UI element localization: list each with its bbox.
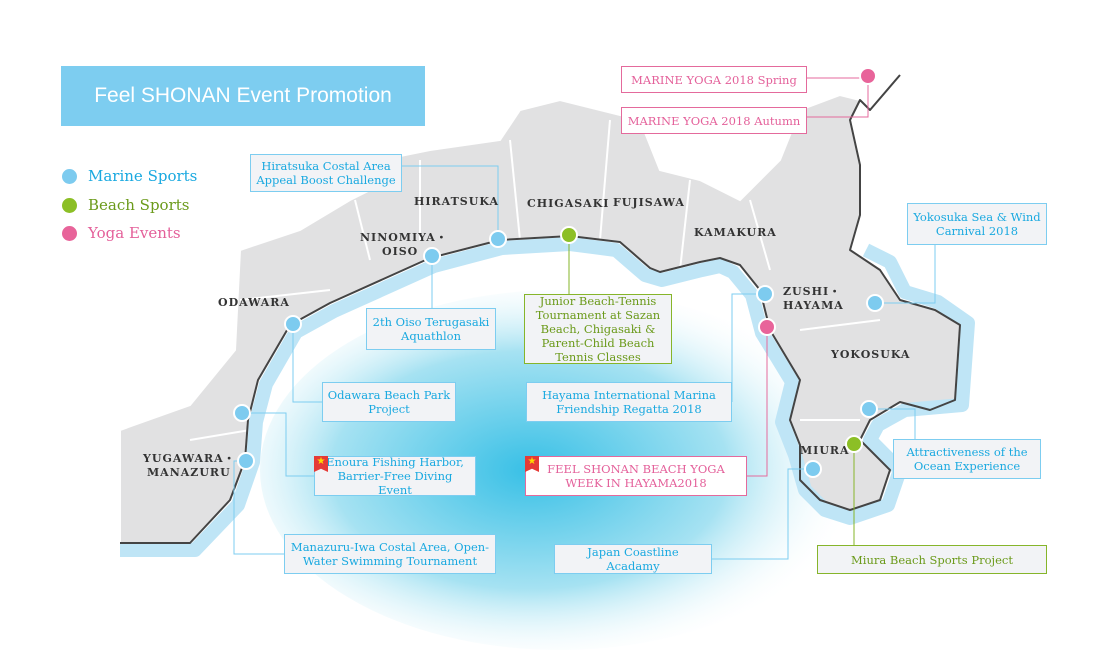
city-ninomiya: NINOMIYA・ (360, 231, 448, 244)
city-kamakura: KAMAKURA (694, 226, 777, 239)
city-hiratsuka: HIRATSUKA (414, 195, 499, 208)
marine-dot-enoura[interactable] (233, 404, 251, 422)
yoga-dot-marine[interactable] (859, 67, 877, 85)
event-yoga-autumn[interactable]: MARINE YOGA 2018 Autumn (621, 107, 807, 134)
marine-dot-oiso[interactable] (423, 247, 441, 265)
legend-yoga: Yoga Events (62, 224, 181, 242)
event-manazuru[interactable]: Manazuru-Iwa Costal Area, Open-Water Swi… (284, 534, 496, 574)
star-ribbon-icon: ★ (525, 456, 539, 472)
city-yokosuka: YOKOSUKA (831, 348, 911, 361)
city-odawara: ODAWARA (218, 296, 290, 309)
event-yoga-week[interactable]: ★ FEEL SHONAN BEACH YOGA WEEK IN HAYAMA20… (525, 456, 747, 496)
event-yokosuka-carnival[interactable]: Yokosuka Sea & Wind Carnival 2018 (907, 203, 1047, 245)
city-zushi: ZUSHI・ (783, 285, 842, 298)
city-borders (189, 119, 881, 441)
marine-dot-attractive[interactable] (860, 400, 878, 418)
legend-marine: Marine Sports (62, 167, 197, 185)
event-junior-beach-tennis[interactable]: Junior Beach-Tennis Tournament at Sazan … (524, 294, 672, 364)
event-ocean-experience[interactable]: Attractiveness of the Ocean Experience (893, 439, 1041, 479)
event-oiso[interactable]: 2th Oiso Terugasaki Aquathlon (366, 308, 496, 350)
city-miura: MIURA (800, 444, 850, 457)
yoga-dot-icon (62, 225, 77, 241)
city-fujisawa: FUJISAWA (613, 196, 685, 209)
beach-dot-miura[interactable] (845, 435, 863, 453)
city-chigasaki: CHIGASAKI (527, 197, 610, 210)
legend-label: Yoga Events (88, 224, 181, 242)
marine-dot-miura[interactable] (804, 460, 822, 478)
event-enoura[interactable]: ★Enoura Fishing Harbor, Barrier-Free Div… (314, 455, 476, 497)
city-yugawara: YUGAWARA・ (143, 452, 236, 465)
legend-label: Marine Sports (88, 167, 198, 185)
marine-dot-hayama[interactable] (756, 285, 774, 303)
yoga-dot-hayama[interactable] (758, 318, 776, 336)
star-ribbon-icon: ★ (314, 456, 328, 472)
event-coastline-academy[interactable]: Japan Coastline Acadamy (554, 544, 712, 574)
coastline (120, 74, 961, 544)
event-label: FEEL SHONAN BEACH YOGA WEEK IN HAYAMA201… (547, 462, 725, 490)
beach-dot-icon (62, 197, 77, 213)
event-hiratsuka[interactable]: Hiratsuka Costal Area Appeal Boost Chall… (250, 154, 402, 192)
event-odawara[interactable]: Odawara Beach Park Project (322, 382, 456, 422)
event-hayama-regatta[interactable]: Hayama International Marina Friendship R… (526, 382, 732, 422)
beach-dot-chigasaki[interactable] (560, 226, 578, 244)
city-oiso: OISO (382, 245, 419, 258)
legend-beach: Beach Sports (62, 196, 189, 214)
city-manazuru: MANAZURU (147, 466, 231, 479)
legend-label: Beach Sports (88, 196, 190, 214)
event-yoga-spring[interactable]: MARINE YOGA 2018 Spring (621, 66, 807, 93)
marine-dot-hiratsuka[interactable] (489, 230, 507, 248)
marine-dot-yokosuka[interactable] (866, 294, 884, 312)
marine-dot-manazuru[interactable] (237, 452, 255, 470)
marine-dot-odawara[interactable] (284, 315, 302, 333)
city-hayama: HAYAMA (783, 299, 844, 312)
event-miura-beach-sports[interactable]: Miura Beach Sports Project (817, 545, 1047, 574)
connector-lines (233, 76, 936, 560)
marine-dot-icon (62, 168, 77, 184)
event-label: Enoura Fishing Harbor, Barrier-Free Divi… (326, 455, 464, 497)
page-title: Feel SHONAN Event Promotion (61, 66, 425, 126)
